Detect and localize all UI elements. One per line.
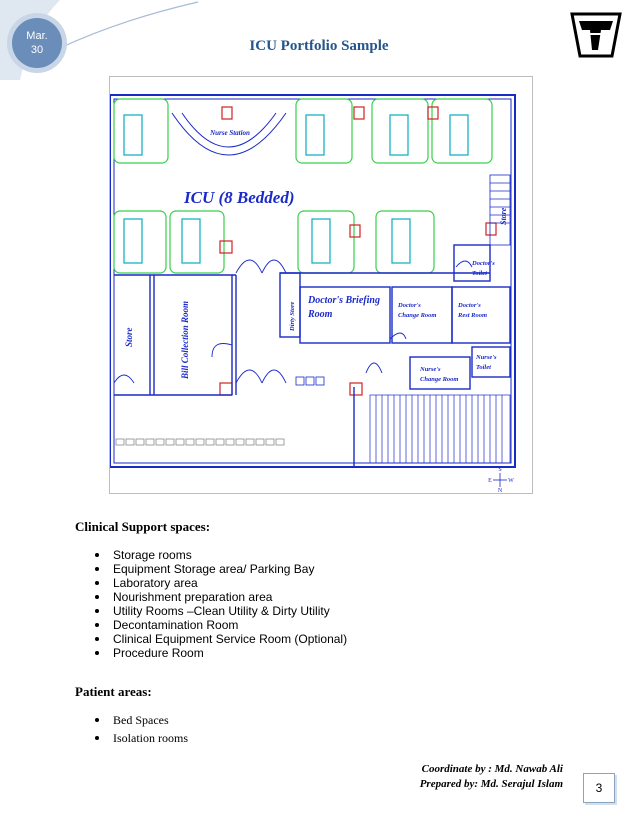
date-day: 30 <box>30 44 44 56</box>
section-heading-patient-areas: Patient areas: <box>75 684 152 699</box>
label-nurses-change-line2: Change Room <box>420 376 458 383</box>
compass-east: E <box>488 478 492 484</box>
company-logo <box>570 12 622 58</box>
label-doctors-briefing-line2: Room <box>307 309 333 320</box>
footer-credits: Coordinate by : Md. Nawab Ali Prepared b… <box>420 762 563 792</box>
list-item: Clinical Equipment Service Room (Optiona… <box>92 632 347 646</box>
clinical-support-list: Storage rooms Equipment Storage area/ Pa… <box>92 548 347 660</box>
label-doctors-toilet-line2: Toilet <box>472 270 487 277</box>
label-store-right: Store <box>499 207 508 225</box>
label-nurses-toilet-line2: Toilet <box>476 364 491 371</box>
list-item: Nourishment preparation area <box>92 590 347 604</box>
list-item: Equipment Storage area/ Parking Bay <box>92 562 347 576</box>
section-heading-clinical-support: Clinical Support spaces: <box>75 519 211 534</box>
list-item: Procedure Room <box>92 646 347 660</box>
label-doctors-rest-line2: Rest Room <box>457 312 487 319</box>
label-doctors-toilet-line1: Doctor's <box>471 260 495 267</box>
icu-floor-plan: Nurse Station ICU (8 Bedded) Store Store… <box>109 76 533 494</box>
label-nurse-station: Nurse Station <box>209 129 250 137</box>
list-item: Isolation rooms <box>92 731 188 745</box>
coordinator-credit: Coordinate by : Md. Nawab Ali <box>421 763 563 775</box>
compass <box>493 473 507 487</box>
floor-plan-drawing: Nurse Station ICU (8 Bedded) Store Store… <box>110 94 516 493</box>
label-doctors-briefing-line1: Doctor's Briefing <box>307 295 380 306</box>
label-store-left: Store <box>124 327 134 347</box>
page-number: 3 <box>583 773 615 803</box>
date-badge: Mar. 30 <box>12 18 62 68</box>
label-dirty-store: Dirty Store <box>289 301 296 332</box>
list-item: Laboratory area <box>92 576 347 590</box>
patient-areas-list: Bed Spaces Isolation rooms <box>92 713 188 745</box>
label-doctors-change-line2: Change Room <box>398 312 436 319</box>
list-item: Decontamination Room <box>92 618 347 632</box>
label-nurses-change-line1: Nurse's <box>419 366 441 373</box>
label-nurses-toilet-line1: Nurse's <box>475 354 497 361</box>
label-icu-title: ICU (8 Bedded) <box>183 188 294 207</box>
page-title: ICU Portfolio Sample <box>249 38 389 54</box>
preparer-credit: Prepared by: Md. Serajul Islam <box>419 778 563 790</box>
list-item: Storage rooms <box>92 548 347 562</box>
compass-west: W <box>508 478 514 484</box>
list-item: Utility Rooms –Clean Utility & Dirty Uti… <box>92 604 347 618</box>
date-month: Mar. <box>26 30 48 42</box>
label-bill-collection: Bill Collection Room <box>180 301 190 380</box>
list-item: Bed Spaces <box>92 713 188 731</box>
compass-north: N <box>498 488 503 493</box>
label-doctors-change-line1: Doctor's <box>397 302 421 309</box>
compass-south: S <box>498 467 501 473</box>
label-doctors-rest-line1: Doctor's <box>457 302 481 309</box>
